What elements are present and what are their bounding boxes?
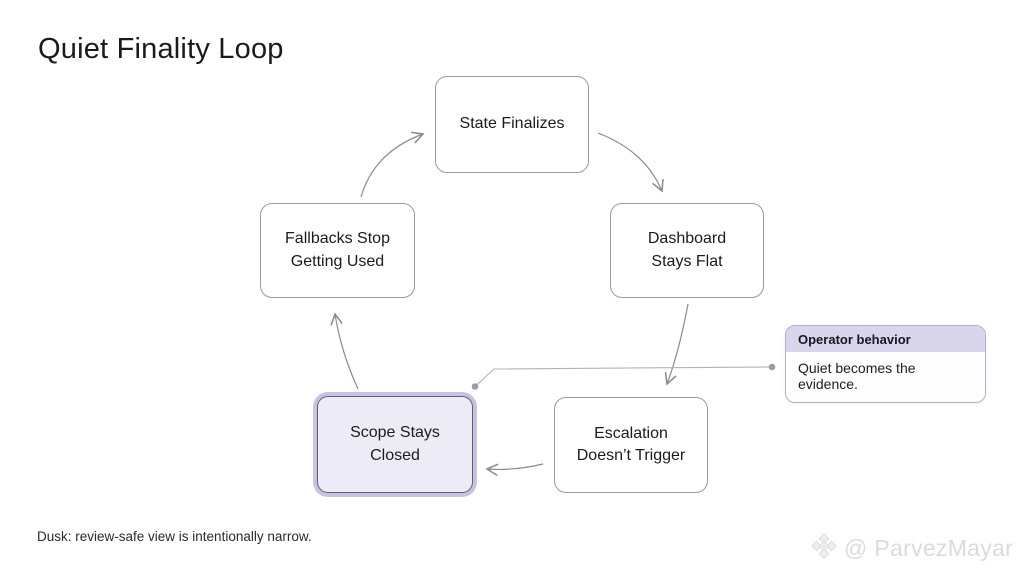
watermark-handle: @ ParvezMayar xyxy=(844,535,1014,561)
node-label: State Finalizes xyxy=(459,115,565,133)
node-scope-stays-closed: Scope Stays Closed xyxy=(317,396,473,493)
edge-dashboard-to-escalation xyxy=(664,303,689,386)
edge-fallbacks-to-state xyxy=(360,131,425,198)
node-dashboard-stays-flat: Dashboard Stays Flat xyxy=(610,203,764,298)
callout-connector xyxy=(471,363,776,390)
callout-header: Operator behavior xyxy=(786,326,985,352)
node-state-finalizes: State Finalizes xyxy=(435,76,589,173)
edge-scope-to-fallbacks xyxy=(330,312,359,390)
watermark: @ ParvezMayar xyxy=(809,531,1013,566)
node-label: Dashboard Stays Flat xyxy=(647,230,727,270)
operator-behavior-callout: Operator behavior Quiet becomes the evid… xyxy=(785,325,986,403)
node-label: Scope Stays Closed xyxy=(350,424,440,464)
gem-icon xyxy=(809,531,839,566)
node-label: Fallbacks Stop Getting Used xyxy=(285,230,390,270)
page-title: Quiet Finality Loop xyxy=(38,33,284,65)
node-label: Escalation Doesn’t Trigger xyxy=(576,424,686,464)
callout-body: Quiet becomes the evidence. xyxy=(798,360,916,392)
edge-state-to-dashboard xyxy=(597,132,664,193)
node-fallbacks-stop-getting-used: Fallbacks Stop Getting Used xyxy=(260,203,415,298)
node-escalation-doesnt-trigger: Escalation Doesn’t Trigger xyxy=(554,397,708,493)
edge-escalation-to-scope xyxy=(485,463,544,477)
footer-note: Dusk: review-safe view is intentionally … xyxy=(37,529,312,544)
